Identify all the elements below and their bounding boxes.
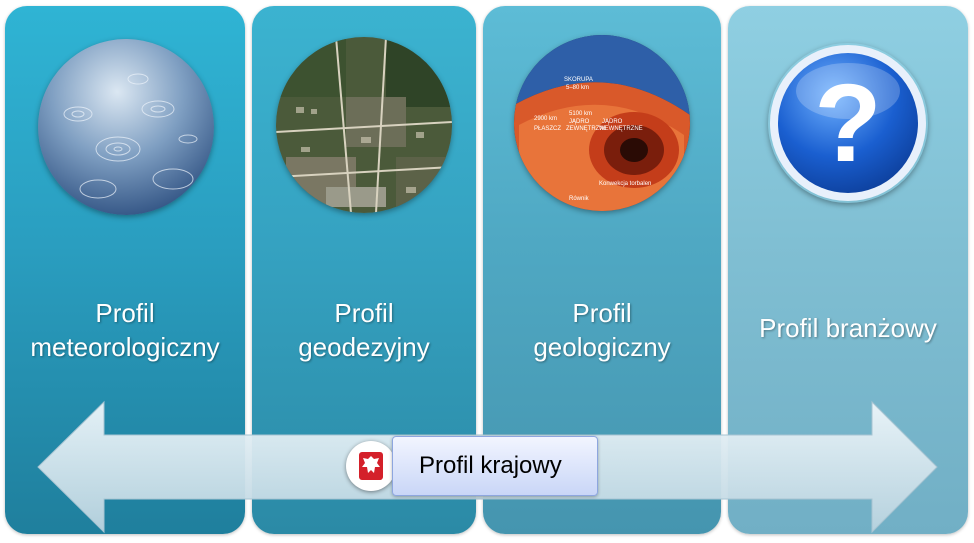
national-profile-text: Profil krajowy [419, 452, 562, 479]
label-inner-core-2: WEWNĘTRZNE [599, 126, 643, 132]
panel-title: Profil branżowy [759, 313, 937, 343]
water-ripples-image [38, 39, 214, 215]
label-outer-core: JĄDRO [569, 119, 590, 125]
earth-cross-section-image: SKORUPA 5–80 km 2900 km PŁASZCZ 5100 km … [514, 35, 690, 211]
label-convection: Konwekcja torbalen [599, 181, 651, 187]
national-profile-label: Profil krajowy [392, 436, 598, 496]
panel-meteorological: Profil meteorologiczny [5, 6, 245, 534]
label-crust-depth: 5–80 km [566, 85, 589, 91]
question-mark-icon: ? [768, 43, 928, 203]
label-mantle-depth: 2900 km [534, 116, 557, 122]
polish-eagle-emblem-icon [346, 441, 396, 491]
label-equator: Równik [569, 196, 590, 202]
label-outer-core-depth: 5100 km [569, 111, 592, 117]
label-outer-core-2: ZEWNĘTRZNE [566, 126, 608, 132]
label-inner-core: JĄDRO [602, 119, 623, 125]
svg-text:?: ? [814, 62, 881, 185]
panel-title: Profil meteorologiczny [30, 298, 220, 362]
panel-title: Profil geologiczny [533, 298, 671, 362]
label-mantle: PŁASZCZ [534, 126, 561, 132]
panel-title: Profil geodezyjny [298, 298, 430, 362]
label-crust: SKORUPA [564, 77, 593, 83]
